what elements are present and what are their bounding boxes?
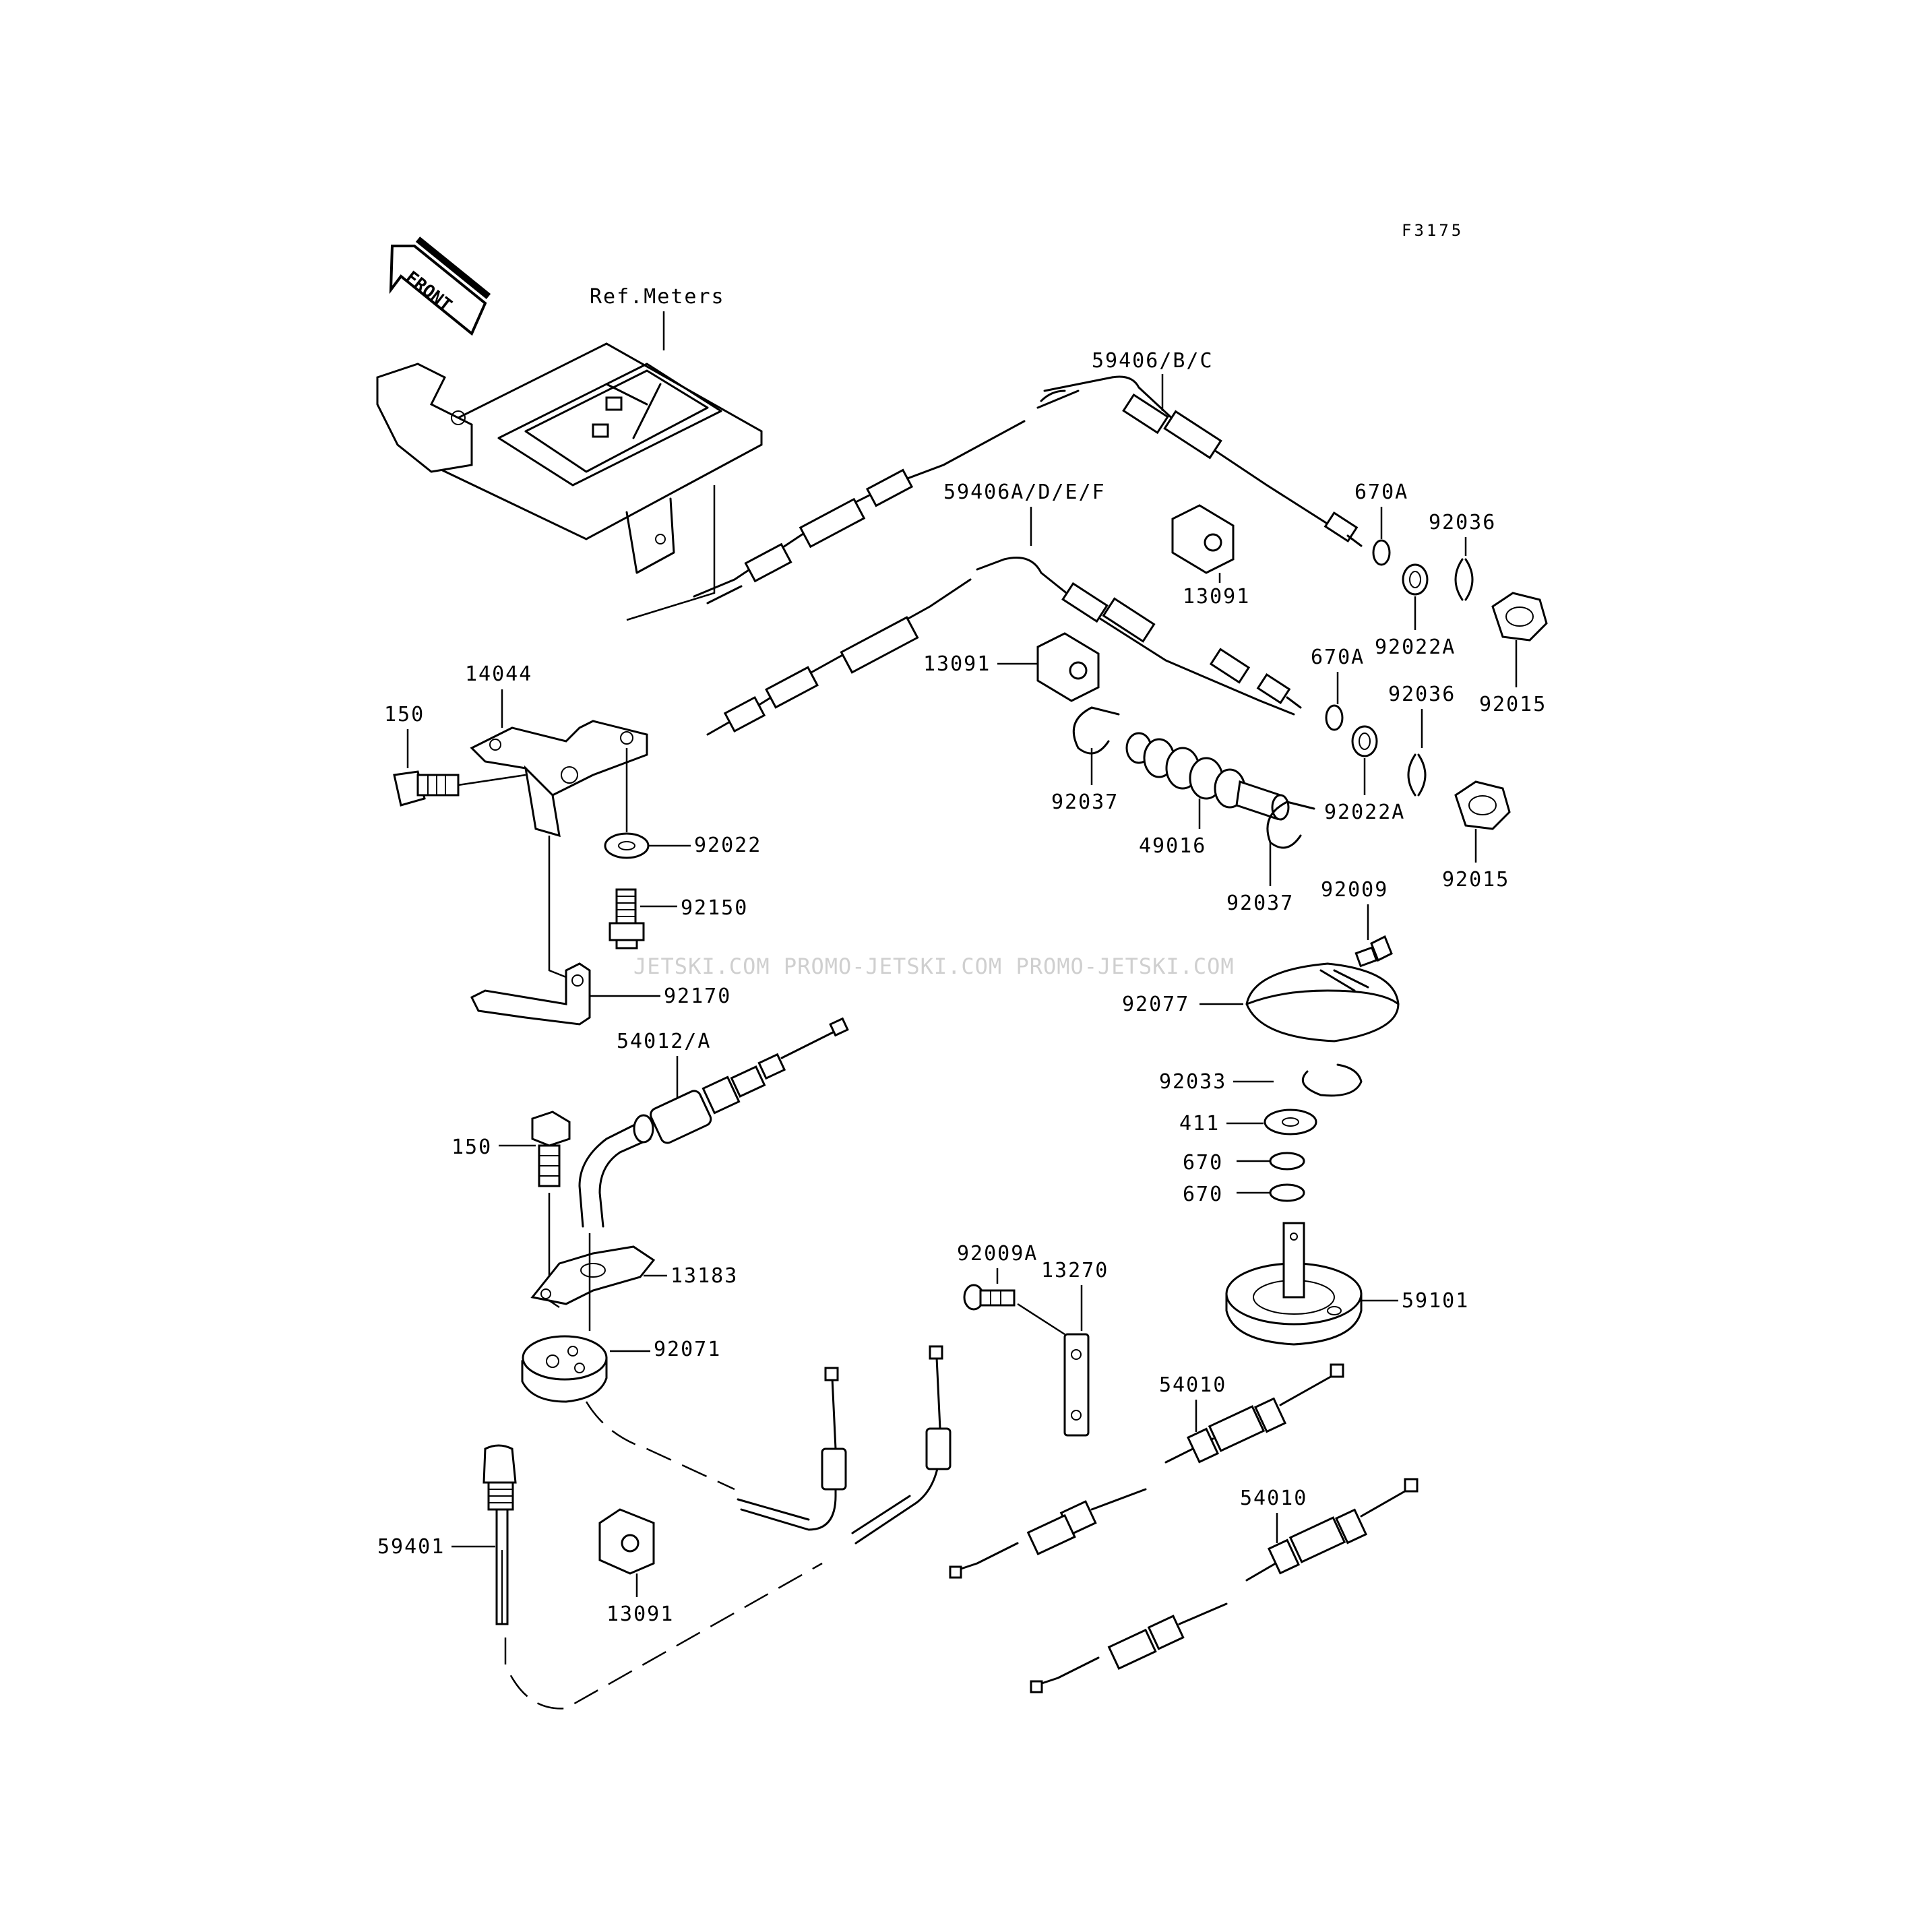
bolt-92150	[609, 888, 645, 949]
clip-92036-1	[1454, 558, 1474, 601]
plate-59101	[1225, 1222, 1363, 1346]
meter-bracket-drawing	[376, 342, 763, 621]
label-92015-1: 92015	[1479, 693, 1547, 716]
routing-dashed-2	[504, 1562, 823, 1710]
washer-92022a-1	[1402, 563, 1429, 596]
bolt-150-2	[531, 1111, 571, 1187]
label-670a-2: 670A	[1311, 646, 1365, 669]
knob-92077	[1245, 962, 1400, 1042]
watermark: JETSKI.COM PROMO-JETSKI.COM PROMO-JETSKI…	[633, 954, 1235, 979]
bolt-150-1	[393, 770, 460, 807]
washer-92022a-2	[1351, 725, 1378, 757]
label-ref-meters: Ref.Meters	[590, 285, 725, 309]
label-92037-2: 92037	[1226, 892, 1294, 915]
label-13091-1: 13091	[1183, 585, 1250, 609]
clamp-13091-3	[598, 1508, 655, 1575]
label-92170: 92170	[664, 985, 731, 1008]
label-92036-1: 92036	[1429, 511, 1496, 534]
front-arrow-icon: FRONT	[389, 237, 491, 336]
washer-411	[1264, 1109, 1317, 1135]
label-54012a: 54012/A	[617, 1030, 711, 1053]
screw-92009a	[963, 1284, 1016, 1311]
boot-49016	[1125, 732, 1290, 821]
bracket-13183	[530, 1245, 656, 1305]
oring-670-2	[1269, 1183, 1305, 1202]
label-92022a-2: 92022A	[1324, 801, 1405, 824]
bracket-14044	[470, 720, 648, 838]
clamp-92037-1	[1072, 706, 1120, 755]
label-54010-2: 54010	[1240, 1487, 1307, 1510]
cable-ends-center	[737, 1345, 952, 1545]
label-59406-bc: 59406/B/C	[1092, 349, 1214, 373]
label-92022a-1: 92022A	[1375, 635, 1456, 659]
clamp-13091-1	[1171, 504, 1235, 574]
label-670-1: 670	[1183, 1151, 1223, 1175]
cable-54010-2	[1030, 1478, 1419, 1693]
oring-670a-2	[1325, 704, 1344, 731]
label-92036-2: 92036	[1388, 683, 1456, 706]
plate-13270	[1063, 1333, 1090, 1437]
label-59101: 59101	[1402, 1289, 1469, 1313]
label-150-1: 150	[384, 703, 425, 726]
label-59406-adef: 59406A/D/E/F	[943, 480, 1106, 504]
label-59401: 59401	[377, 1535, 445, 1559]
oring-670-1	[1269, 1152, 1305, 1171]
label-92150: 92150	[681, 896, 748, 920]
label-13091-3: 13091	[606, 1602, 674, 1626]
label-92077: 92077	[1122, 993, 1189, 1016]
cable-54010-1	[949, 1363, 1344, 1579]
label-411: 411	[1179, 1112, 1220, 1135]
figure-code: F3175	[1402, 221, 1464, 240]
label-92022: 92022	[694, 834, 761, 857]
label-13270: 13270	[1041, 1259, 1109, 1282]
cable-54012a	[578, 1017, 849, 1228]
clip-92036-2	[1407, 753, 1427, 797]
oring-670a-1	[1372, 539, 1391, 566]
grommet-92071	[521, 1335, 608, 1403]
label-54010-1: 54010	[1159, 1373, 1226, 1397]
label-150-2: 150	[451, 1135, 492, 1159]
cable-59406-adef	[706, 557, 1302, 736]
label-92037-1: 92037	[1051, 790, 1119, 814]
label-670-2: 670	[1183, 1183, 1223, 1206]
label-13091-2: 13091	[923, 652, 991, 676]
label-670a-1: 670A	[1354, 480, 1408, 504]
screw-92009	[1354, 935, 1393, 968]
nut-92015-2	[1454, 780, 1511, 830]
nut-92015-1	[1491, 592, 1548, 642]
washer-92022	[604, 832, 650, 859]
label-92033: 92033	[1159, 1070, 1226, 1094]
label-13183: 13183	[671, 1264, 738, 1288]
label-92009: 92009	[1321, 878, 1388, 902]
label-92071: 92071	[654, 1338, 721, 1361]
label-49016: 49016	[1139, 834, 1206, 858]
plate-92170	[470, 962, 591, 1026]
clamp-92037-2	[1266, 801, 1315, 849]
label-14044: 14044	[465, 662, 532, 686]
clip-92033	[1301, 1063, 1363, 1097]
label-92009a: 92009A	[957, 1242, 1038, 1266]
routing-dashed-1	[585, 1401, 735, 1491]
knob-59401	[482, 1444, 517, 1625]
cable-59406-bc	[693, 375, 1363, 604]
label-92015-2: 92015	[1442, 868, 1509, 892]
clamp-13091-2	[1036, 632, 1100, 702]
